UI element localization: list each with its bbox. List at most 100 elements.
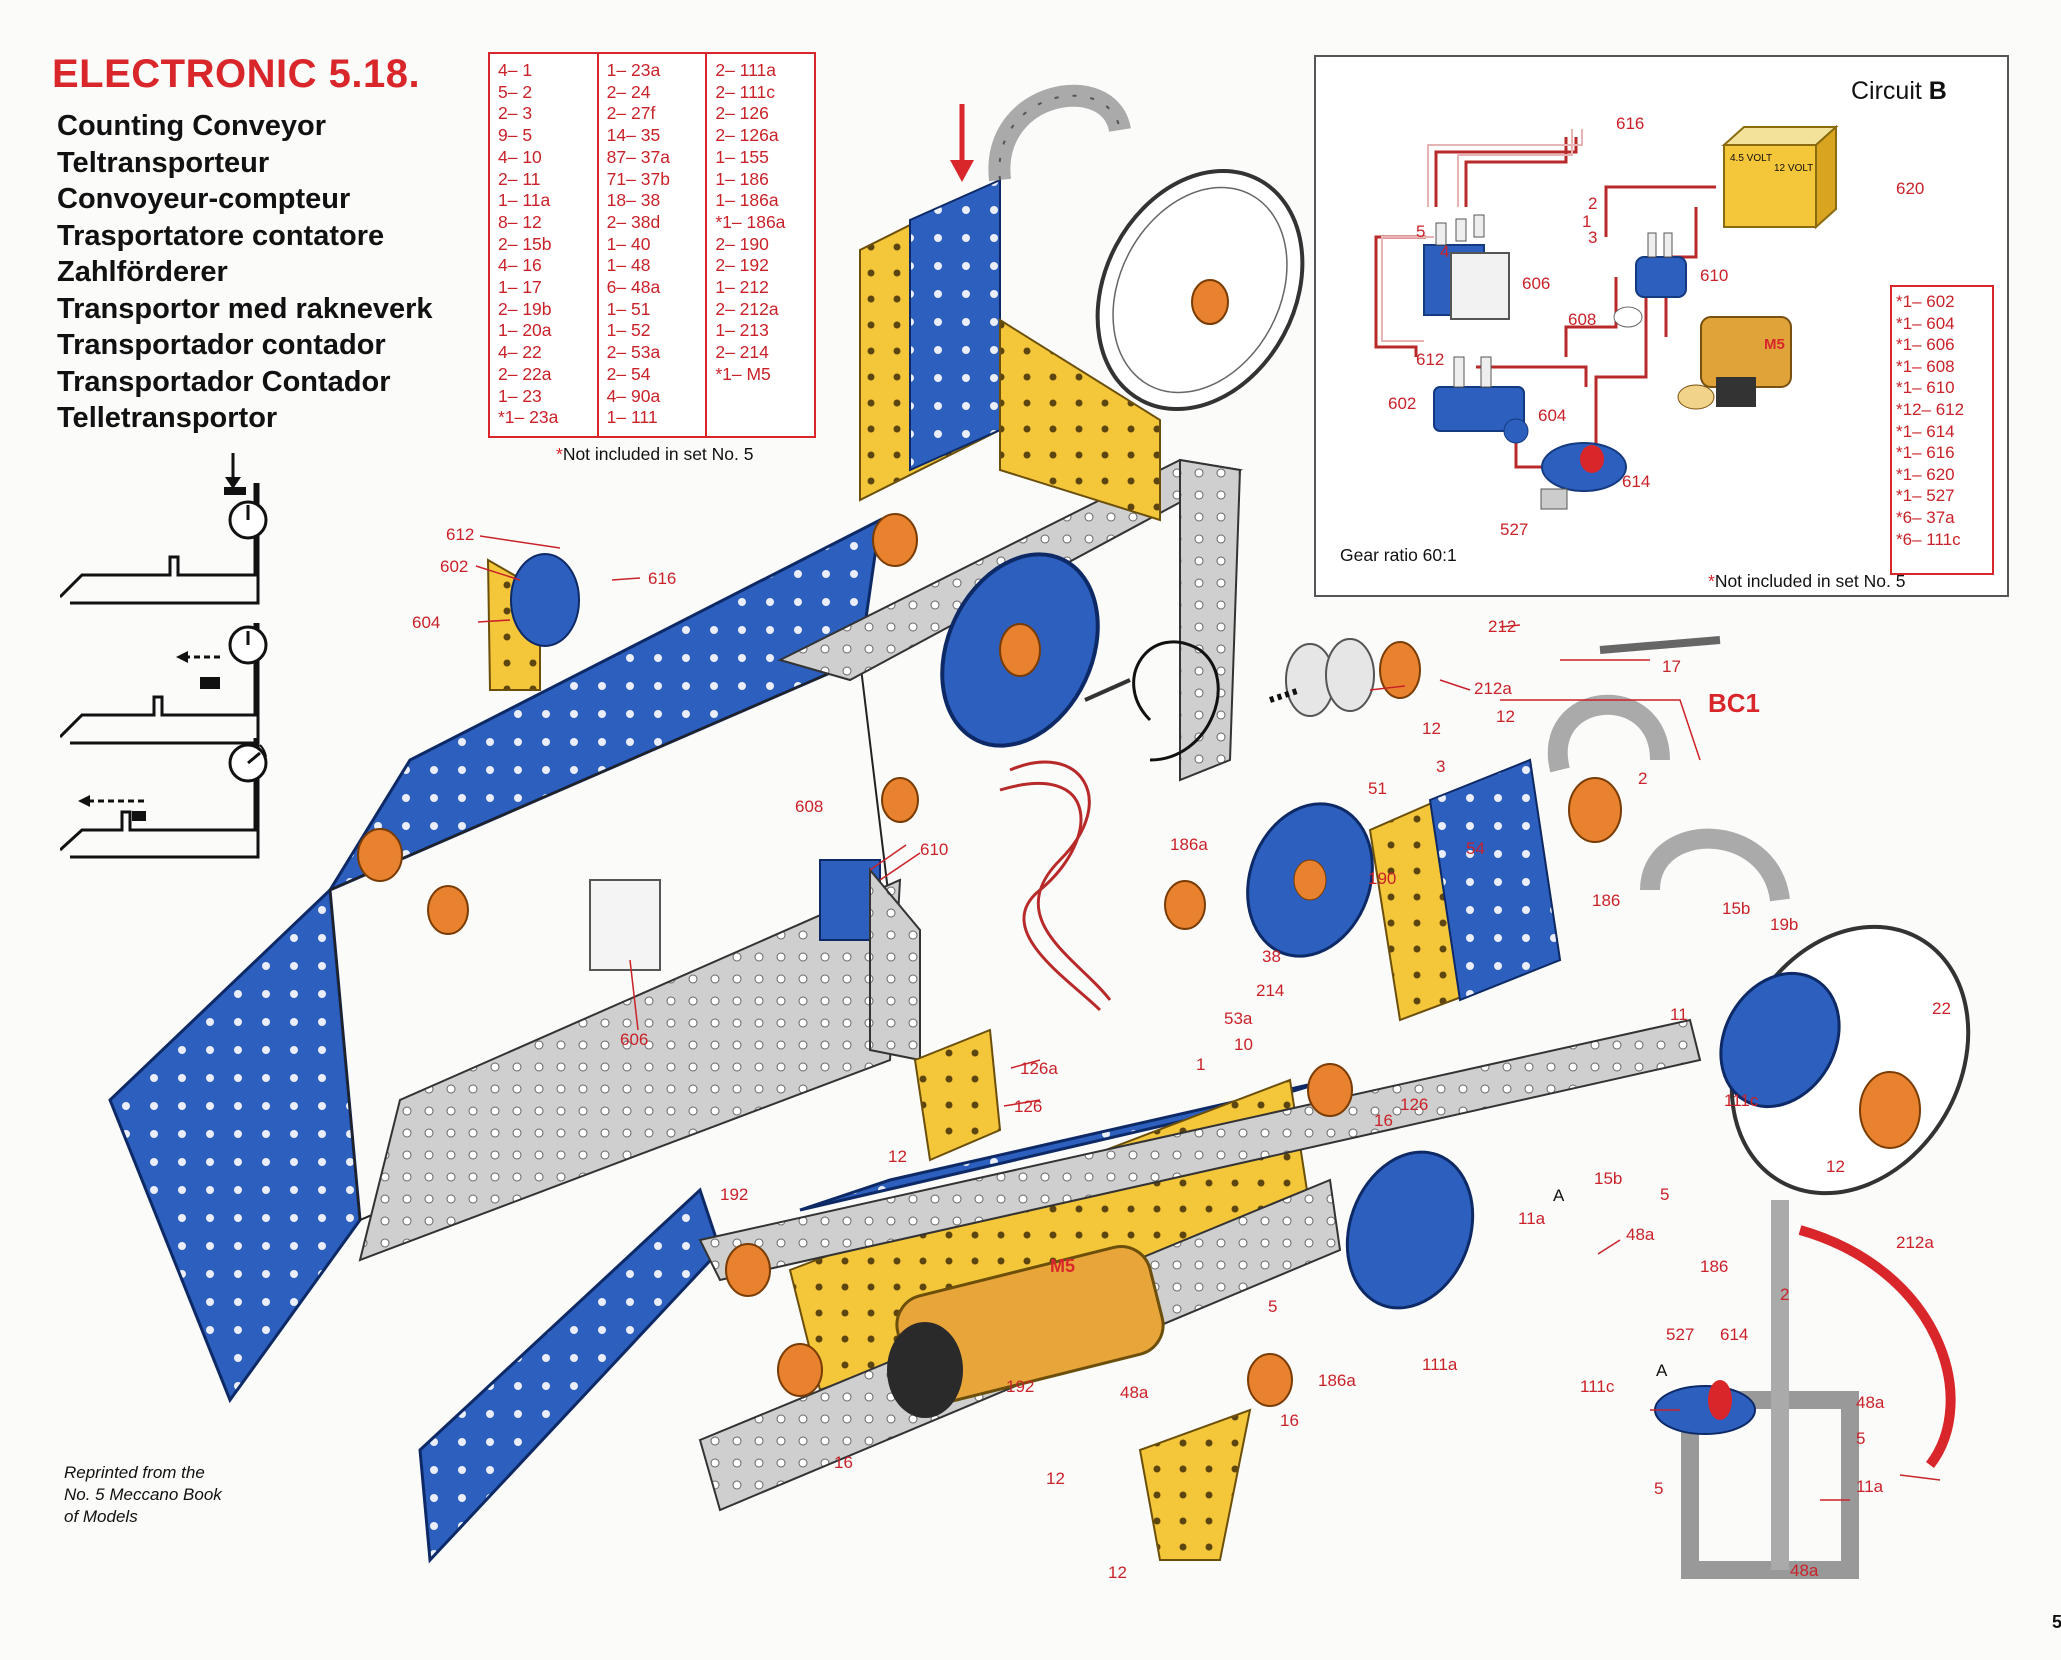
model-name: Trasportatore contatore bbox=[57, 219, 385, 252]
reprint-line: Reprinted from the bbox=[64, 1463, 205, 1482]
motor-label: M5 bbox=[1764, 336, 1785, 353]
part-label-12: 12 bbox=[1496, 707, 1515, 726]
part-label-5: 5 bbox=[1856, 1429, 1865, 1448]
part-entry: *1– 23a bbox=[498, 407, 559, 428]
circuit-label-1: 1 bbox=[1582, 212, 1591, 231]
circuit-part-entry: *6– 111c bbox=[1896, 529, 1961, 549]
part-entry: 1– 111 bbox=[606, 407, 658, 428]
model-name: Transportor med rakneverk bbox=[57, 292, 433, 325]
circuit-footnote: *Not included in set No. 5 bbox=[1708, 571, 1906, 591]
part-entry: 1– 20a bbox=[498, 320, 552, 341]
model-name: Zahlförderer bbox=[57, 256, 228, 288]
part-label-212a: 212a bbox=[1474, 679, 1512, 698]
reprint-line: of Models bbox=[64, 1507, 138, 1526]
part-label-48a: 48a bbox=[1856, 1393, 1885, 1412]
circuit-label-3: 3 bbox=[1588, 228, 1597, 247]
part-label-16: 16 bbox=[1280, 1411, 1299, 1430]
part-entry: 2– 19b bbox=[498, 298, 552, 319]
circuit-label-5: 5 bbox=[1416, 222, 1425, 241]
arrow-down-icon bbox=[225, 477, 241, 489]
circuit-part-entry: *1– 614 bbox=[1896, 421, 1955, 441]
part-label-186a: 186a bbox=[1318, 1371, 1356, 1390]
part-label-53a: 53a bbox=[1224, 1009, 1253, 1028]
part-entry: 4– 1 bbox=[498, 60, 533, 80]
part-label-212: 212 bbox=[1488, 617, 1516, 636]
part-label-2: 2 bbox=[1780, 1285, 1789, 1304]
battery-box: 4.5 VOLT 12 VOLT bbox=[1721, 124, 1839, 230]
part-entry: 1– 23a bbox=[606, 60, 661, 80]
circuit-part-entry: *1– 604 bbox=[1896, 313, 1955, 333]
part-entry: 4– 90a bbox=[606, 385, 661, 406]
reprint-note: Reprinted from the No. 5 Meccano Book of… bbox=[64, 1462, 284, 1528]
red-arrow-down-icon bbox=[950, 160, 974, 182]
part-label-616: 616 bbox=[648, 569, 676, 588]
parts-footnote: *Not included in set No. 5 bbox=[556, 444, 754, 464]
part-entry: 4– 16 bbox=[498, 255, 542, 276]
part-label-612: 612 bbox=[446, 525, 474, 544]
reprint-line: No. 5 Meccano Book bbox=[64, 1485, 222, 1504]
circuit-label-527: 527 bbox=[1500, 520, 1528, 539]
part-entry: 1– 17 bbox=[498, 277, 542, 298]
circuit-label-616: 616 bbox=[1616, 114, 1644, 133]
part-entry: *1– M5 bbox=[715, 363, 771, 384]
part-entry: 18– 38 bbox=[606, 190, 661, 211]
circuit-label-614: 614 bbox=[1622, 472, 1650, 491]
arrow-left-icon bbox=[176, 651, 188, 663]
part-entry: 1– 52 bbox=[606, 320, 651, 341]
part-label-19b: 19b bbox=[1770, 915, 1798, 934]
part-label-12: 12 bbox=[1826, 1157, 1845, 1176]
part-label-126: 126 bbox=[1014, 1097, 1042, 1116]
circuit-label-4: 4 bbox=[1440, 242, 1449, 261]
circuit-part-entry: *1– 608 bbox=[1896, 356, 1955, 376]
part-label-212a: 212a bbox=[1896, 1233, 1934, 1252]
parts-column-1: 4– 1 5– 2 2– 3 9– 5 4– 10 2– 11 1– 11a 8… bbox=[490, 54, 599, 436]
parts-table: 4– 1 5– 2 2– 3 9– 5 4– 10 2– 11 1– 11a 8… bbox=[488, 52, 816, 438]
switch-614 bbox=[1540, 442, 1627, 510]
part-entry: 1– 48 bbox=[606, 255, 651, 276]
part-entry: 1– 186 bbox=[715, 168, 769, 189]
blue-conveyor-bed bbox=[326, 517, 882, 894]
blue-tower-plate bbox=[909, 178, 1001, 472]
part-label-186a: 186a bbox=[1170, 835, 1208, 854]
part-label-11a: 11a bbox=[1856, 1477, 1884, 1496]
part-label-2: 2 bbox=[1638, 769, 1647, 788]
part-label-15b: 15b bbox=[1594, 1169, 1622, 1188]
terminal-block bbox=[1433, 356, 1529, 444]
model-name: Transportador Contador bbox=[57, 365, 391, 398]
part-entry: 1– 212 bbox=[715, 277, 769, 298]
model-name: Counting Conveyor bbox=[57, 110, 327, 142]
part-entry: 1– 155 bbox=[715, 146, 769, 167]
part-entry: 14– 35 bbox=[606, 125, 661, 146]
circuit-label-608: 608 bbox=[1568, 310, 1596, 329]
circuit-parts-list: *1– 602 *1– 604 *1– 606 *1– 608 *1– 610 … bbox=[1890, 285, 1994, 575]
part-label-606: 606 bbox=[620, 1030, 648, 1049]
part-label-12: 12 bbox=[1108, 1563, 1127, 1582]
circuit-label-604: 604 bbox=[1538, 406, 1566, 425]
leader-lines bbox=[475, 535, 1941, 1501]
blue-ramp-plate-lower bbox=[418, 1187, 722, 1564]
part-label-192: 192 bbox=[1006, 1377, 1034, 1396]
part-label-614: 614 bbox=[1720, 1325, 1748, 1344]
part-entry: 2– 214 bbox=[715, 342, 769, 363]
model-name: Teltransporteur bbox=[57, 146, 270, 179]
part-label-16: 16 bbox=[1374, 1111, 1393, 1130]
circuit-title: Circuit B bbox=[1851, 77, 1947, 105]
part-label-bc1: BC1 bbox=[1708, 688, 1760, 718]
part-label-12: 12 bbox=[1046, 1469, 1065, 1488]
circuit-part-entry: *1– 610 bbox=[1896, 378, 1955, 398]
sensor-block-icon bbox=[200, 677, 220, 689]
circuit-labels: 616 620 2 1 3 4 5 606 610 608 612 602 60… bbox=[1388, 114, 1924, 539]
part-label-111c: 111c bbox=[1580, 1377, 1615, 1396]
circuit-diagram-box: 4.5 VOLT 12 VOLT bbox=[1314, 55, 2009, 597]
parts-column-2: 1– 23a 2– 24 2– 27f 14– 35 87– 37a 71– 3… bbox=[599, 54, 708, 436]
part-entry: 8– 12 bbox=[498, 211, 542, 232]
steel-arch-strip-lower bbox=[1547, 694, 1670, 773]
part-entry: 2– 212a bbox=[715, 298, 779, 319]
circuit-part-entry: *1– 616 bbox=[1896, 443, 1955, 463]
circuit-part-entry: *12– 612 bbox=[1896, 399, 1965, 419]
part-entry: 2– 24 bbox=[606, 81, 651, 102]
lamp-sensor-unit bbox=[510, 553, 580, 647]
part-label-608: 608 bbox=[795, 797, 823, 816]
